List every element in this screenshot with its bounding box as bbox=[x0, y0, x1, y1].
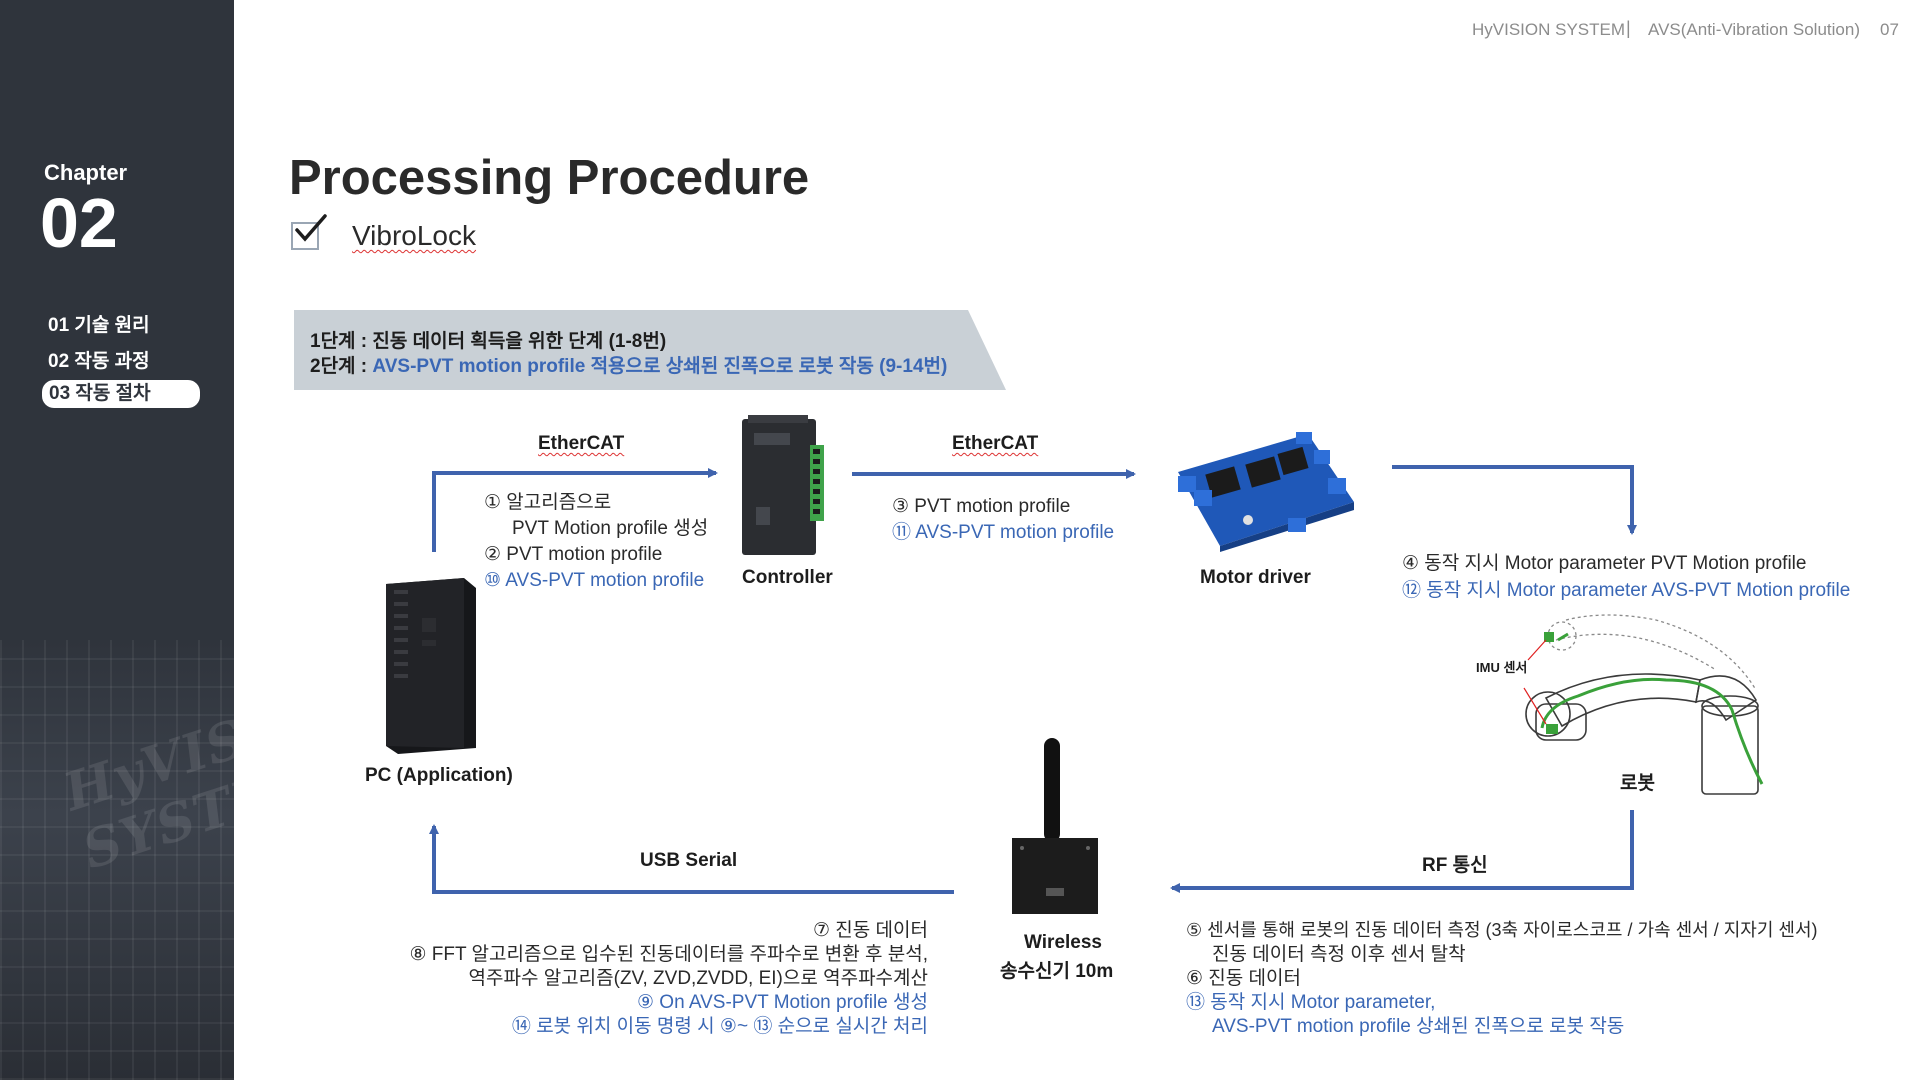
note-14: ⑭ 로봇 위치 이동 명령 시 ⑨~ ⑬ 순으로 실시간 처리 bbox=[511, 1016, 928, 1037]
label-usb-serial: USB Serial bbox=[640, 850, 738, 871]
banner-line-2-prefix: 2단계 : bbox=[310, 356, 373, 377]
check-icon bbox=[291, 214, 327, 250]
note-5a: ⑤ 센서를 통해 로봇의 진동 데이터 측정 (3축 자이로스코프 / 가속 센… bbox=[1186, 920, 1818, 940]
arrow-robot-wireless bbox=[1170, 810, 1634, 893]
arrow-driver-robot bbox=[1392, 465, 1637, 535]
note-13b: AVS-PVT motion profile 상쇄된 진폭으로 로봇 작동 bbox=[1212, 1016, 1625, 1037]
controller-image bbox=[742, 415, 826, 562]
note-7: ⑦ 진동 데이터 bbox=[813, 920, 928, 941]
header-subtitle: AVS(Anti-Vibration Solution) bbox=[1648, 20, 1860, 39]
banner-line-1: 1단계 : 진동 데이터 획득을 위한 단계 (1-8번) bbox=[310, 331, 667, 352]
building-background bbox=[0, 640, 234, 1080]
page-title: Processing Procedure bbox=[289, 151, 810, 205]
note-1b: PVT Motion profile 생성 bbox=[512, 518, 709, 539]
header-separator: | bbox=[1626, 18, 1631, 38]
nav-item-operation-procedure[interactable]: 03 작동 절차 bbox=[42, 380, 200, 408]
note-2: ② PVT motion profile bbox=[484, 544, 663, 565]
chapter-label: Chapter bbox=[44, 160, 128, 185]
label-ethercat-1: EtherCAT bbox=[538, 433, 625, 454]
pc-label: PC (Application) bbox=[365, 765, 513, 786]
sidebar: HyVISION SYSTEM bbox=[0, 0, 234, 1080]
pc-image bbox=[386, 578, 478, 759]
note-8a: ⑧ FFT 알고리즘으로 입수된 진동데이터를 주파수로 변환 후 분석, bbox=[409, 944, 928, 965]
note-11: ⑪ AVS-PVT motion profile bbox=[892, 522, 1115, 543]
chapter-number: 02 bbox=[40, 184, 118, 262]
banner-line-2: 2단계 : AVS-PVT motion profile 적용으로 상쇄된 진폭… bbox=[310, 351, 947, 378]
page-number: 07 bbox=[1880, 20, 1899, 39]
note-5b: 진동 데이터 측정 이후 센서 탈착 bbox=[1212, 944, 1466, 965]
robot-label: 로봇 bbox=[1620, 773, 1655, 794]
wireless-label-1: Wireless bbox=[1024, 932, 1102, 953]
sub-title: VibroLock bbox=[352, 220, 477, 251]
motor-driver-image bbox=[1168, 430, 1358, 557]
note-3: ③ PVT motion profile bbox=[892, 496, 1071, 517]
stage-banner bbox=[294, 310, 1006, 390]
arrow-wireless-pc bbox=[429, 824, 954, 894]
imu-sensor-label: IMU 센서 bbox=[1476, 660, 1528, 675]
controller-label: Controller bbox=[742, 567, 833, 588]
note-1a: ① 알고리즘으로 bbox=[484, 492, 612, 513]
nav-item-operation-process[interactable]: 02 작동 과정 bbox=[48, 351, 150, 372]
nav-item-tech-principle[interactable]: 01 기술 원리 bbox=[48, 315, 150, 336]
note-6: ⑥ 진동 데이터 bbox=[1186, 968, 1301, 989]
banner-line-2-rest: AVS-PVT motion profile 적용으로 상쇄된 진폭으로 로봇 … bbox=[372, 356, 948, 377]
note-12: ⑫ 동작 지시 Motor parameter AVS-PVT Motion p… bbox=[1402, 580, 1851, 601]
note-8b: 역주파수 알고리즘(ZV, ZVD,ZVDD, EI)으로 역주파수계산 bbox=[468, 968, 929, 989]
robot-image bbox=[1486, 610, 1786, 805]
note-4: ④ 동작 지시 Motor parameter PVT Motion profi… bbox=[1402, 553, 1807, 574]
note-10: ⑩ AVS-PVT motion profile bbox=[484, 570, 705, 591]
label-ethercat-2: EtherCAT bbox=[952, 433, 1039, 454]
motor-driver-label: Motor driver bbox=[1200, 567, 1311, 588]
label-rf: RF 통신 bbox=[1422, 855, 1488, 876]
wireless-label-2: 송수신기 10m bbox=[1000, 961, 1114, 982]
note-9: ⑨ On AVS-PVT Motion profile 생성 bbox=[636, 992, 928, 1013]
note-13a: ⑬ 동작 지시 Motor parameter, bbox=[1186, 992, 1436, 1013]
header-brand: HyVISION SYSTEM bbox=[1472, 20, 1626, 39]
arrow-pc-controller bbox=[432, 468, 718, 552]
wireless-transceiver-image bbox=[1012, 738, 1102, 919]
